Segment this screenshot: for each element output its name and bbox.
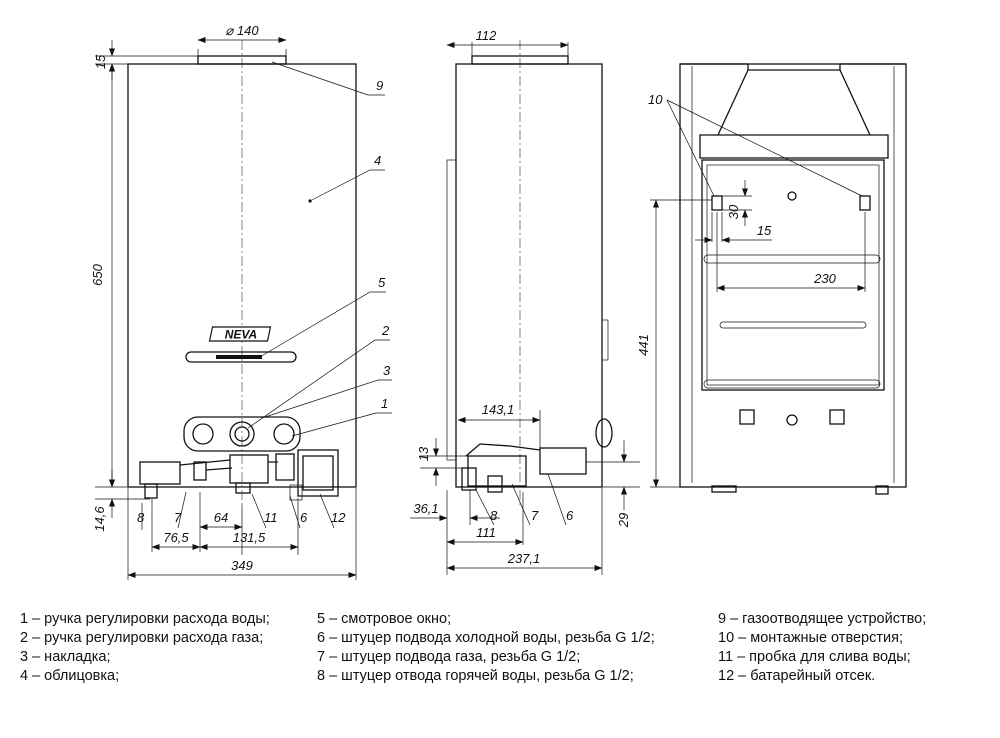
legend-item: 3 – накладка; — [20, 649, 111, 665]
callout-bottom-6: 6 — [300, 510, 308, 525]
dim-64: 64 — [214, 510, 228, 525]
dim-bottom-14-6: 14,6 — [92, 506, 107, 532]
callout-bottom-7: 7 — [174, 510, 182, 525]
legend-column-2: 5 – смотровое окно; 6 – штуцер подвода х… — [317, 610, 717, 686]
dim-237-1: 237,1 — [507, 551, 541, 566]
dim-side-13: 13 — [416, 446, 431, 461]
dim-back-15: 15 — [757, 223, 772, 238]
legend-column-1: 1 – ручка регулировки расхода воды; 2 – … — [20, 610, 305, 686]
callout-side-7: 7 — [531, 508, 539, 523]
dim-top-diameter: ⌀ 140 — [225, 23, 259, 38]
mount-hole-right — [859, 195, 871, 211]
callout-1: 1 — [381, 396, 388, 411]
water-knob — [192, 423, 214, 445]
dim-height-650: 650 — [90, 263, 105, 285]
back-mounting-plate — [701, 159, 885, 391]
dim-width-349: 349 — [231, 558, 253, 573]
legend-item: 8 – штуцер отвода горячей воды, резьба G… — [317, 668, 634, 684]
callout-9: 9 — [376, 78, 383, 93]
dim-111: 111 — [476, 525, 496, 540]
back-casing — [679, 63, 907, 488]
dim-side-29: 29 — [616, 513, 631, 528]
callout-side-6: 6 — [566, 508, 574, 523]
dim-top-height: 15 — [93, 54, 108, 69]
dim-143-1: 143,1 — [482, 402, 515, 417]
legend-column-3: 9 – газоотводящее устройство; 10 – монта… — [718, 610, 988, 686]
legend-item: 12 – батарейный отсек. — [718, 668, 876, 684]
dim-back-230: 230 — [813, 271, 836, 286]
side-knob — [595, 418, 613, 448]
gas-knob — [273, 423, 295, 445]
technical-drawing: NEVA ⌀ 140 15 650 — [90, 23, 907, 580]
dim-side-112: 112 — [476, 28, 497, 43]
side-view: 112 143,1 13 36,1 111 237,1 29 8 7 6 — [410, 28, 640, 575]
hot-water-fitting-block — [139, 461, 181, 485]
legend-item: 10 – монтажные отверстия; — [718, 630, 903, 646]
legend-item: 6 – штуцер подвода холодной воды, резьба… — [317, 630, 655, 646]
legend-item: 11 – пробка для слива воды; — [718, 649, 911, 665]
dim-back-30: 30 — [726, 204, 741, 219]
legend-item: 1 – ручка регулировки расхода воды; — [20, 611, 270, 627]
callout-side-8: 8 — [490, 508, 498, 523]
callout-3: 3 — [383, 363, 391, 378]
back-view: 10 30 15 230 441 — [636, 63, 907, 495]
logo-text: NEVA — [225, 328, 257, 342]
mount-hole-left — [711, 195, 723, 211]
dim-131-5: 131,5 — [233, 530, 266, 545]
legend-item: 2 – ручка регулировки расхода газа; — [20, 630, 264, 646]
dim-36-1: 36,1 — [413, 501, 438, 516]
neva-logo: NEVA — [208, 326, 272, 342]
legend-item: 4 – облицовка; — [20, 668, 120, 684]
viewing-window — [185, 351, 297, 363]
back-flue-hood — [699, 69, 889, 159]
display — [229, 421, 255, 447]
legend-item: 9 – газоотводящее устройство; — [718, 611, 927, 627]
side-casing — [455, 63, 603, 488]
callout-4: 4 — [374, 153, 381, 168]
callout-bottom-11: 11 — [264, 510, 278, 525]
front-view: NEVA ⌀ 140 15 650 — [90, 23, 392, 580]
legend-item: 5 – смотровое окно; — [317, 611, 452, 627]
viewing-window-slot — [216, 355, 262, 359]
callout-5: 5 — [378, 275, 386, 290]
dim-76-5: 76,5 — [163, 530, 189, 545]
dim-back-441: 441 — [636, 334, 651, 356]
callout-2: 2 — [381, 323, 390, 338]
legend-item: 7 – штуцер подвода газа, резьба G 1/2; — [317, 649, 581, 665]
callout-bottom-8: 8 — [137, 510, 145, 525]
callout-10: 10 — [648, 92, 663, 107]
callout-bottom-12: 12 — [331, 510, 346, 525]
battery-box — [297, 449, 339, 497]
